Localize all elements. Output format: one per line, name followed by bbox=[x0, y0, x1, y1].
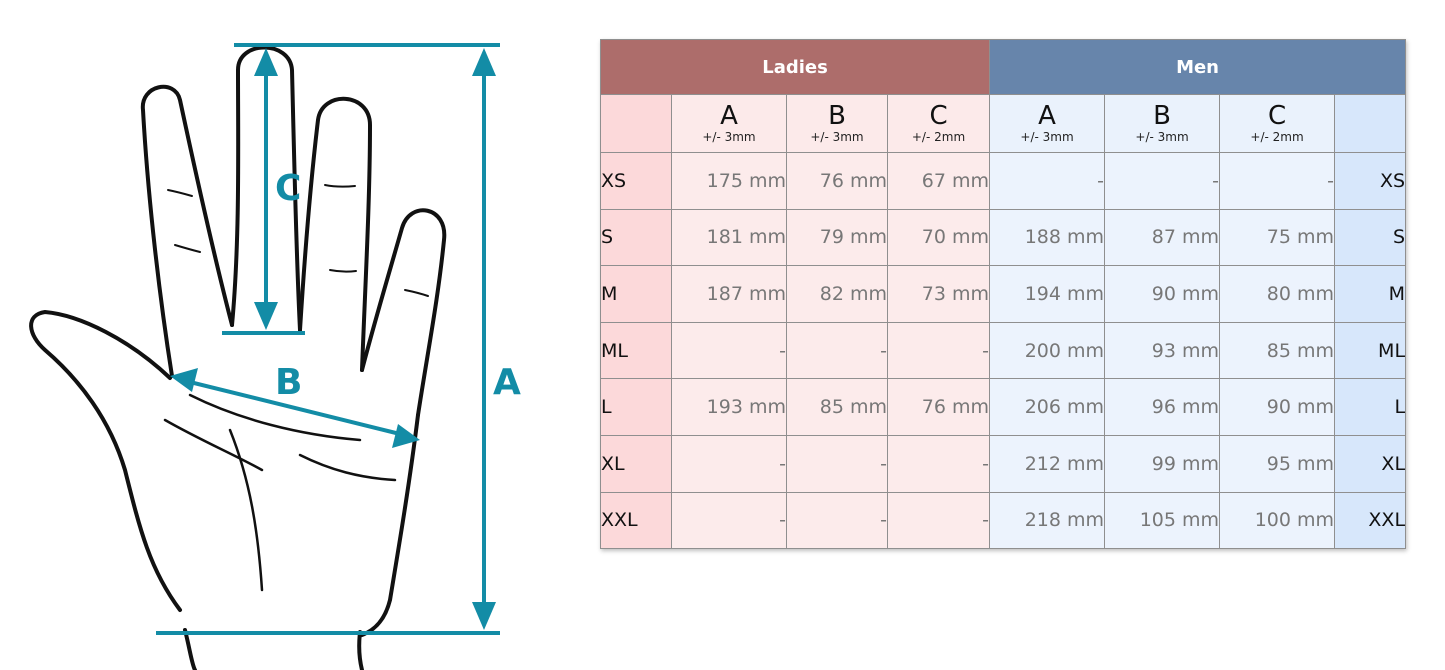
col-letter: B bbox=[1153, 100, 1171, 131]
size-label-left: XS bbox=[600, 152, 672, 210]
men-value-cell: - bbox=[989, 152, 1106, 210]
glove-size-table: Ladies Men A +/- 3mm B +/- 3mm C +/- 2mm… bbox=[599, 39, 1407, 550]
size-label-left: S bbox=[600, 208, 672, 267]
ladies-value-cell: 73 mm bbox=[886, 265, 991, 323]
label-a: A bbox=[493, 362, 521, 403]
label-b: B bbox=[275, 362, 302, 403]
men-value-cell: 85 mm bbox=[1219, 321, 1336, 380]
men-value-cell: 188 mm bbox=[989, 208, 1106, 267]
men-value-cell: 90 mm bbox=[1104, 265, 1221, 323]
col-letter: B bbox=[828, 100, 846, 131]
ladies-header: Ladies bbox=[599, 39, 991, 95]
size-label-right: XL bbox=[1334, 434, 1407, 493]
col-letter: A bbox=[720, 100, 738, 131]
label-c: C bbox=[275, 168, 301, 209]
hand-measurement-diagram: C B A bbox=[29, 43, 521, 670]
men-col-a: A +/- 3mm bbox=[989, 94, 1106, 153]
col-letter: C bbox=[1267, 100, 1287, 131]
size-label-right: S bbox=[1334, 208, 1407, 267]
size-label-left: L bbox=[600, 378, 672, 436]
ladies-value-cell: - bbox=[786, 434, 888, 493]
men-value-cell: 90 mm bbox=[1219, 378, 1336, 436]
ladies-value-cell: 76 mm bbox=[886, 378, 991, 436]
men-value-cell: 99 mm bbox=[1104, 434, 1221, 493]
ladies-col-c: C +/- 2mm bbox=[886, 94, 991, 153]
ladies-value-cell: 193 mm bbox=[671, 378, 787, 436]
ladies-value-cell: - bbox=[671, 434, 787, 493]
size-label-right: L bbox=[1334, 378, 1407, 436]
size-label-right: XS bbox=[1334, 152, 1407, 210]
col-tolerance: +/- 3mm bbox=[1135, 129, 1189, 144]
men-value-cell: 87 mm bbox=[1104, 208, 1221, 267]
ladies-value-cell: - bbox=[786, 491, 888, 550]
size-label-left: ML bbox=[600, 321, 672, 380]
col-letter: A bbox=[1038, 100, 1056, 131]
size-label-right: M bbox=[1334, 265, 1407, 323]
ladies-col-a: A +/- 3mm bbox=[671, 94, 787, 153]
men-value-cell: 100 mm bbox=[1219, 491, 1336, 550]
men-value-cell: 200 mm bbox=[989, 321, 1106, 380]
men-value-cell: 105 mm bbox=[1104, 491, 1221, 550]
men-value-cell: 75 mm bbox=[1219, 208, 1336, 267]
ladies-value-cell: - bbox=[671, 491, 787, 550]
men-value-cell: - bbox=[1104, 152, 1221, 210]
ladies-value-cell: - bbox=[886, 491, 991, 550]
ladies-value-cell: 76 mm bbox=[786, 152, 888, 210]
men-value-cell: 95 mm bbox=[1219, 434, 1336, 493]
dimension-lines bbox=[156, 43, 500, 635]
men-col-b: B +/- 3mm bbox=[1104, 94, 1221, 153]
men-value-cell: 80 mm bbox=[1219, 265, 1336, 323]
ladies-value-cell: - bbox=[786, 321, 888, 380]
ladies-value-cell: 82 mm bbox=[786, 265, 888, 323]
ladies-value-cell: 187 mm bbox=[671, 265, 787, 323]
ladies-value-cell: 70 mm bbox=[886, 208, 991, 267]
col-tolerance: +/- 3mm bbox=[810, 129, 864, 144]
hand-outline bbox=[29, 45, 447, 670]
men-value-cell: - bbox=[1219, 152, 1336, 210]
ladies-value-cell: - bbox=[886, 434, 991, 493]
size-col-header-right bbox=[1334, 94, 1407, 153]
men-col-c: C +/- 2mm bbox=[1219, 94, 1336, 153]
size-label-left: XXL bbox=[600, 491, 672, 550]
ladies-value-cell: - bbox=[671, 321, 787, 380]
col-tolerance: +/- 2mm bbox=[911, 129, 966, 144]
col-tolerance: +/- 2mm bbox=[1250, 129, 1304, 144]
men-value-cell: 212 mm bbox=[989, 434, 1106, 493]
ladies-value-cell: 175 mm bbox=[671, 152, 787, 210]
ladies-value-cell: 181 mm bbox=[671, 208, 787, 267]
ladies-value-cell: - bbox=[886, 321, 991, 380]
men-value-cell: 206 mm bbox=[989, 378, 1106, 436]
men-value-cell: 96 mm bbox=[1104, 378, 1221, 436]
men-value-cell: 218 mm bbox=[989, 491, 1106, 550]
men-header: Men bbox=[989, 39, 1407, 95]
size-label-left: XL bbox=[600, 434, 672, 493]
men-value-cell: 194 mm bbox=[989, 265, 1106, 323]
men-value-cell: 93 mm bbox=[1104, 321, 1221, 380]
col-tolerance: +/- 3mm bbox=[1020, 129, 1074, 144]
ladies-value-cell: 67 mm bbox=[886, 152, 991, 210]
ladies-col-b: B +/- 3mm bbox=[786, 94, 888, 153]
ladies-value-cell: 85 mm bbox=[786, 378, 888, 436]
col-letter: C bbox=[929, 100, 948, 131]
col-tolerance: +/- 3mm bbox=[702, 129, 756, 144]
size-label-right: ML bbox=[1334, 321, 1407, 380]
size-label-left: M bbox=[600, 265, 672, 323]
ladies-value-cell: 79 mm bbox=[786, 208, 888, 267]
size-label-right: XXL bbox=[1334, 491, 1407, 550]
size-col-header-left bbox=[600, 94, 672, 153]
